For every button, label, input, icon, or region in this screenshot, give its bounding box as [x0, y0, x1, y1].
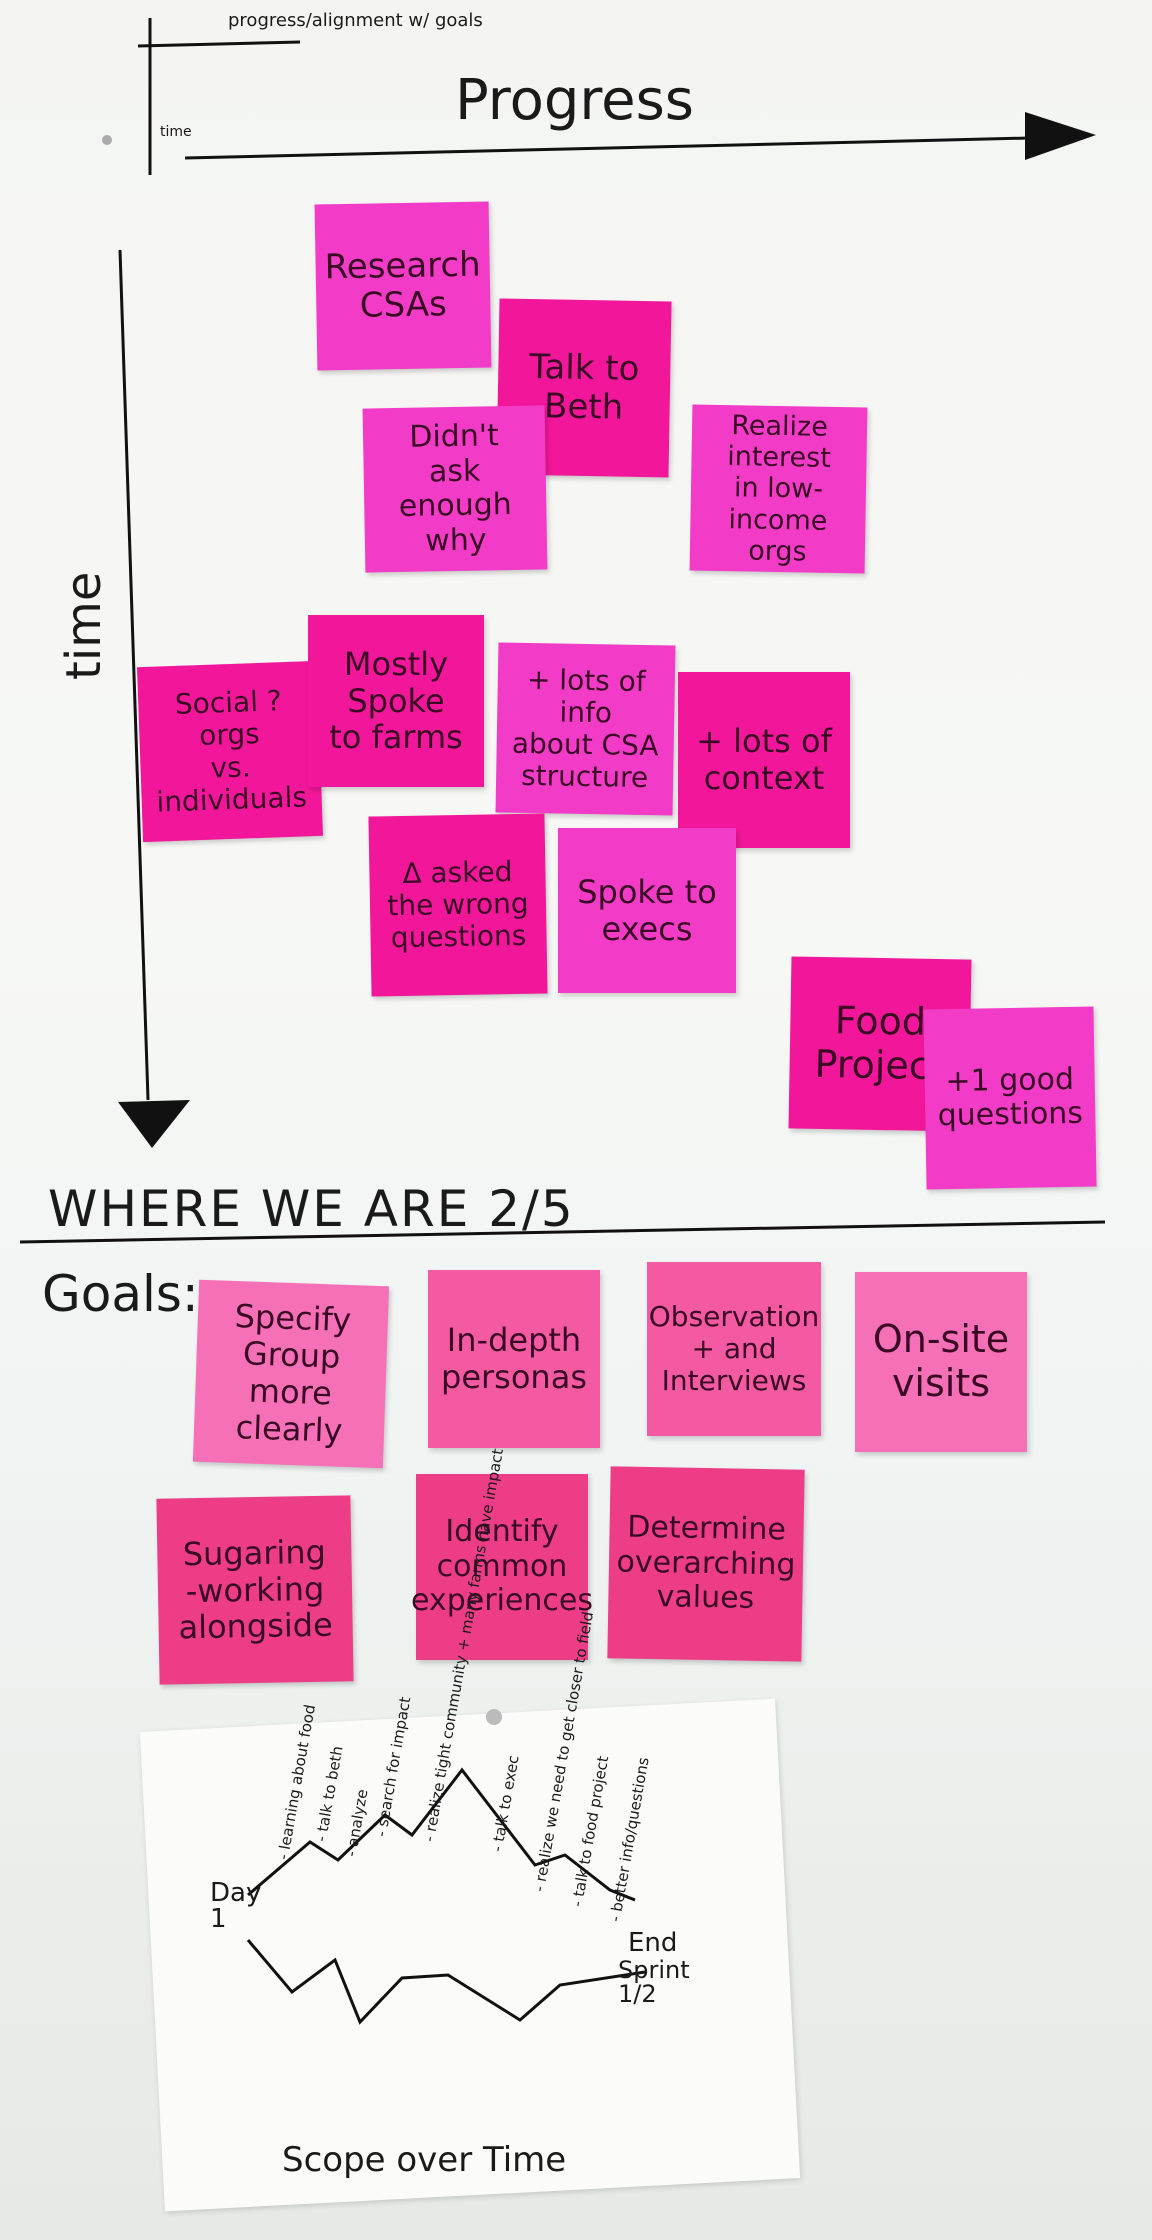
time-arrowhead	[118, 1100, 190, 1148]
progress-heading: Progress	[455, 68, 694, 133]
sticky-note: Spoke to execs	[558, 828, 736, 993]
pin-mark	[102, 135, 112, 145]
goal-note: Observation + and Interviews	[647, 1262, 821, 1436]
scope-title: Scope over Time	[282, 2140, 567, 2180]
progress-axis-line	[184, 136, 1031, 160]
goal-note: On-site visits	[855, 1272, 1027, 1452]
sticky-note: Mostly Spoke to farms	[308, 615, 484, 787]
goals-label: Goals:	[42, 1265, 199, 1323]
section-divider	[19, 1220, 1106, 1244]
scope-start-label: Day 1	[210, 1878, 262, 1934]
scope-upper-line	[247, 1767, 636, 1902]
legend-side-note: time	[160, 124, 192, 140]
goal-note: In-depth personas	[428, 1270, 600, 1448]
scope-lower-line	[246, 1939, 646, 2025]
scope-pin	[486, 1709, 502, 1725]
goal-note: Identify common experiences	[411, 1474, 593, 1660]
time-axis-line	[118, 249, 150, 1101]
legend-horizontal-axis	[137, 40, 301, 48]
legend-top-note: progress/alignment w/ goals	[228, 10, 483, 31]
scope-end-label: End	[628, 1928, 678, 1958]
progress-arrowhead	[1025, 112, 1096, 160]
where-we-are-heading: WHERE WE ARE 2/5	[48, 1180, 575, 1238]
scope-mid-label: Sprint 1/2	[618, 1956, 690, 2008]
sticky-note: + lots of context	[678, 672, 850, 848]
